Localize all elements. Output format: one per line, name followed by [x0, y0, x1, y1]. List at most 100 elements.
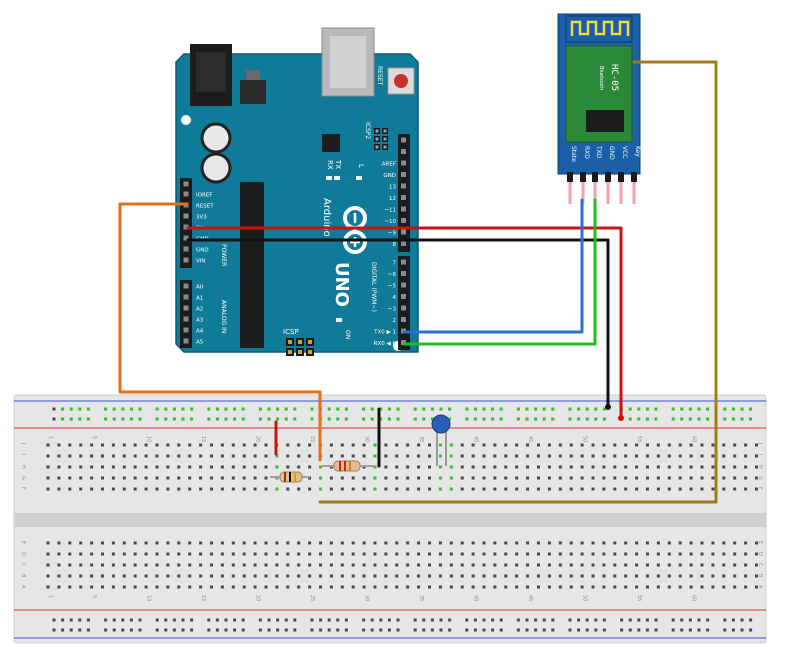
breadboard-hole[interactable] — [417, 454, 421, 458]
rail-hole[interactable] — [430, 417, 434, 421]
breadboard-hole[interactable] — [199, 476, 203, 480]
breadboard-hole[interactable] — [395, 476, 399, 480]
breadboard-hole[interactable] — [558, 454, 562, 458]
breadboard-hole[interactable] — [79, 574, 83, 578]
rail-hole[interactable] — [465, 628, 469, 632]
breadboard-hole[interactable] — [144, 487, 148, 491]
rail-hole[interactable] — [430, 407, 434, 411]
breadboard-hole[interactable] — [231, 574, 235, 578]
breadboard-hole[interactable] — [755, 541, 758, 545]
breadboard-hole[interactable] — [722, 443, 726, 447]
breadboard-hole[interactable] — [286, 541, 290, 545]
breadboard-hole[interactable] — [667, 487, 671, 491]
rail-hole[interactable] — [215, 618, 219, 622]
rail-hole[interactable] — [697, 417, 701, 421]
breadboard-hole[interactable] — [57, 574, 61, 578]
rail-hole[interactable] — [61, 618, 65, 622]
breadboard-hole[interactable] — [144, 454, 148, 458]
breadboard-hole[interactable] — [155, 476, 159, 480]
breadboard-hole[interactable] — [242, 443, 246, 447]
breadboard-hole[interactable] — [493, 585, 497, 589]
breadboard-hole[interactable] — [253, 552, 257, 556]
breadboard-hole[interactable] — [242, 574, 246, 578]
breadboard-hole[interactable] — [155, 552, 159, 556]
breadboard-hole[interactable] — [395, 443, 399, 447]
rail-hole[interactable] — [344, 628, 348, 632]
rail-hole[interactable] — [344, 417, 348, 421]
breadboard-hole[interactable] — [90, 552, 94, 556]
breadboard-hole[interactable] — [537, 487, 540, 491]
breadboard-hole[interactable] — [711, 454, 715, 458]
breadboard-hole[interactable] — [308, 443, 312, 447]
breadboard-hole[interactable] — [733, 563, 737, 567]
rail-hole[interactable] — [422, 628, 426, 632]
breadboard-hole[interactable] — [744, 541, 748, 545]
breadboard-hole[interactable] — [319, 552, 322, 556]
breadboard-hole[interactable] — [580, 541, 584, 545]
analog-pin[interactable] — [183, 283, 189, 289]
breadboard-hole[interactable] — [558, 563, 562, 567]
breadboard-hole[interactable] — [515, 552, 519, 556]
breadboard-hole[interactable] — [755, 552, 758, 556]
rail-hole[interactable] — [749, 628, 753, 632]
power-pin[interactable] — [183, 235, 189, 241]
breadboard-hole[interactable] — [547, 574, 551, 578]
breadboard-hole[interactable] — [329, 443, 333, 447]
rail-hole[interactable] — [215, 417, 219, 421]
rail-hole[interactable] — [602, 618, 606, 622]
breadboard-hole[interactable] — [373, 541, 377, 545]
breadboard-hole[interactable] — [231, 476, 235, 480]
rail-hole[interactable] — [379, 407, 383, 411]
breadboard-hole[interactable] — [591, 454, 595, 458]
breadboard-hole[interactable] — [220, 443, 224, 447]
breadboard-hole[interactable] — [144, 585, 148, 589]
rail-hole[interactable] — [155, 628, 159, 632]
breadboard-hole[interactable] — [122, 552, 126, 556]
rail-hole[interactable] — [585, 628, 589, 632]
breadboard-hole[interactable] — [46, 487, 50, 491]
breadboard-hole[interactable] — [188, 443, 192, 447]
breadboard-hole[interactable] — [90, 585, 94, 589]
breadboard-hole[interactable] — [373, 574, 377, 578]
breadboard-hole[interactable] — [744, 443, 748, 447]
breadboard-hole[interactable] — [111, 574, 115, 578]
breadboard-hole[interactable] — [111, 476, 115, 480]
breadboard-hole[interactable] — [744, 476, 748, 480]
breadboard-hole[interactable] — [111, 454, 115, 458]
breadboard-hole[interactable] — [526, 563, 530, 567]
breadboard-hole[interactable] — [79, 454, 83, 458]
breadboard-hole[interactable] — [319, 465, 322, 469]
breadboard-hole[interactable] — [471, 585, 475, 589]
rail-hole[interactable] — [319, 618, 323, 622]
rail-hole[interactable] — [284, 417, 288, 421]
power-pin[interactable] — [183, 224, 189, 230]
breadboard-hole[interactable] — [417, 487, 421, 491]
rail-hole[interactable] — [362, 417, 366, 421]
rail-hole[interactable] — [413, 618, 417, 622]
breadboard-hole[interactable] — [340, 585, 344, 589]
rail-hole[interactable] — [723, 628, 727, 632]
breadboard-hole[interactable] — [438, 585, 442, 589]
breadboard-hole[interactable] — [667, 574, 671, 578]
breadboard-hole[interactable] — [275, 487, 279, 491]
rail-hole[interactable] — [121, 618, 125, 622]
rail-hole[interactable] — [473, 618, 477, 622]
breadboard-hole[interactable] — [471, 552, 475, 556]
rail-hole[interactable] — [267, 628, 271, 632]
rail-hole[interactable] — [267, 407, 271, 411]
breadboard-hole[interactable] — [166, 574, 170, 578]
breadboard-hole[interactable] — [678, 476, 682, 480]
breadboard-hole[interactable] — [667, 563, 671, 567]
breadboard-hole[interactable] — [144, 574, 148, 578]
breadboard-hole[interactable] — [602, 443, 606, 447]
breadboard-hole[interactable] — [220, 563, 224, 567]
breadboard-hole[interactable] — [547, 476, 551, 480]
rail-hole[interactable] — [413, 417, 417, 421]
rail-hole[interactable] — [448, 417, 452, 421]
breadboard-hole[interactable] — [373, 443, 377, 447]
breadboard-hole[interactable] — [526, 454, 530, 458]
rail-hole[interactable] — [61, 407, 65, 411]
breadboard-hole[interactable] — [700, 454, 704, 458]
rail-hole[interactable] — [327, 618, 331, 622]
breadboard-hole[interactable] — [373, 552, 377, 556]
